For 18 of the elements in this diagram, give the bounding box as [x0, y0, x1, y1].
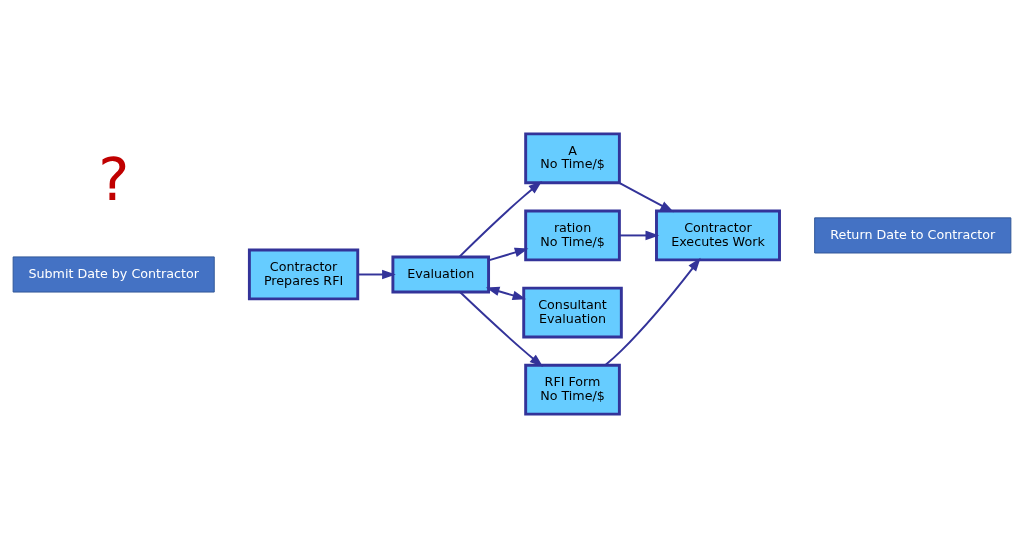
node-box: Submit Date by Contractor	[12, 256, 215, 293]
arrow	[604, 257, 701, 367]
arrow	[487, 247, 529, 262]
arrow	[618, 230, 660, 241]
arrow	[357, 269, 396, 280]
arrow	[458, 181, 543, 258]
node-box: ration No Time/$	[524, 209, 621, 262]
node-box: Return Date to Contractor	[814, 217, 1012, 254]
node-box: Contractor Prepares RFI	[247, 248, 360, 301]
node-box: RFI Form No Time/$	[524, 363, 621, 416]
arrow	[485, 286, 527, 301]
node-box: Consultant Evaluation	[522, 286, 623, 339]
arrow	[459, 291, 544, 368]
node-box: Contractor Executes Work	[655, 209, 781, 262]
arrow	[618, 181, 674, 213]
node-box: A No Time/$	[524, 132, 621, 185]
node-box: Evaluation	[391, 255, 491, 294]
label: ?	[98, 146, 130, 215]
